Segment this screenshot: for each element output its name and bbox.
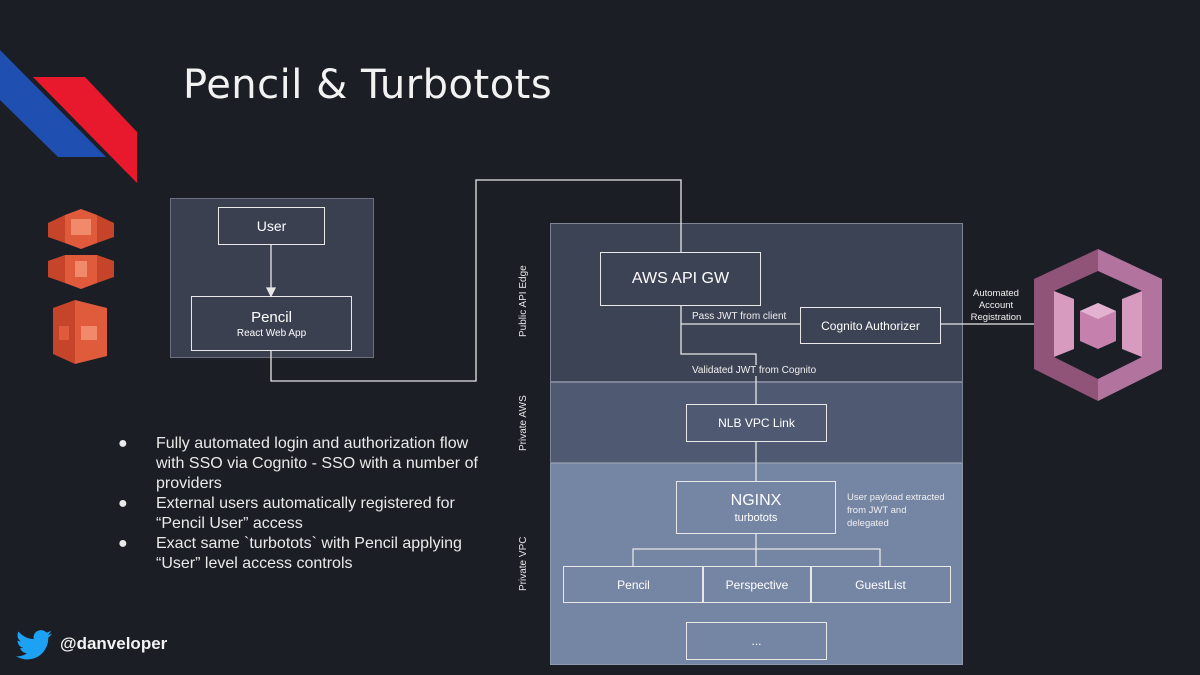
service-pencil-label: Pencil	[617, 577, 650, 592]
user-label: User	[256, 218, 287, 234]
service-pencil-box: Pencil	[563, 566, 704, 603]
label-private-vpc: Private VPC	[518, 536, 529, 591]
bullet-marker: ●	[118, 535, 128, 552]
bullet-marker: ●	[118, 495, 128, 512]
aws-s3-icon	[53, 300, 107, 364]
bullet-list: ● Fully automated login and authorization…	[118, 434, 478, 574]
pencil-subtitle: React Web App	[236, 327, 307, 339]
pencil-title: Pencil	[251, 308, 292, 326]
pencil-web-app-box: Pencil React Web App	[191, 296, 352, 351]
bullet-item: ● Exact same `turbotots` with Pencil appl…	[118, 534, 478, 574]
auto-registration-label: Automated Account Registration	[970, 288, 1022, 323]
nginx-title: NGINX	[730, 491, 782, 509]
aws-cloudfront-icon	[48, 209, 114, 249]
pass-jwt-label: Pass JWT from client	[692, 311, 787, 322]
aws-services-icons	[48, 209, 114, 364]
payload-note: User payload extracted from JWT and dele…	[847, 492, 945, 529]
twitter-handle: @danveloper	[60, 634, 168, 653]
service-guestlist-box: GuestList	[810, 566, 951, 603]
nlb-vpc-link-box: NLB VPC Link	[686, 404, 827, 442]
bullet-item: ● Fully automated login and authorization…	[118, 434, 478, 494]
twitter-bird-icon	[16, 630, 52, 660]
api-gw-label: AWS API GW	[631, 270, 730, 287]
bullet-text: External users automatically registered …	[156, 495, 455, 532]
label-private-aws: Private AWS	[518, 395, 529, 451]
bullet-text: Exact same `turbotots` with Pencil apply…	[156, 535, 462, 572]
service-perspective-label: Perspective	[725, 577, 789, 592]
cognito-icon	[1034, 249, 1162, 401]
label-public-api-edge: Public API Edge	[518, 265, 529, 337]
client-panel	[170, 198, 374, 358]
user-box: User	[218, 207, 325, 245]
aws-api-gateway-icon	[48, 255, 114, 289]
nlb-label: NLB VPC Link	[718, 416, 795, 430]
corner-stripes-logo	[0, 50, 137, 183]
bullet-item: ● External users automatically registered…	[118, 494, 478, 534]
more-services-box: ...	[686, 622, 827, 660]
more-services-label: ...	[751, 634, 762, 648]
validated-jwt-label: Validated JWT from Cognito	[690, 365, 819, 376]
nginx-box: NGINX turbotots	[676, 481, 836, 534]
bullet-marker: ●	[118, 435, 128, 452]
cognito-authorizer-box: Cognito Authorizer	[800, 307, 941, 344]
cognito-authorizer-label: Cognito Authorizer	[821, 318, 920, 333]
service-guestlist-label: GuestList	[855, 577, 906, 592]
bullet-text: Fully automated login and authorization …	[156, 435, 478, 492]
nginx-subtitle: turbotots	[734, 511, 778, 524]
aws-api-gw-box: AWS API GW	[600, 252, 761, 306]
slide-title: Pencil & Turbotots	[183, 62, 553, 108]
service-perspective-box: Perspective	[702, 566, 812, 603]
